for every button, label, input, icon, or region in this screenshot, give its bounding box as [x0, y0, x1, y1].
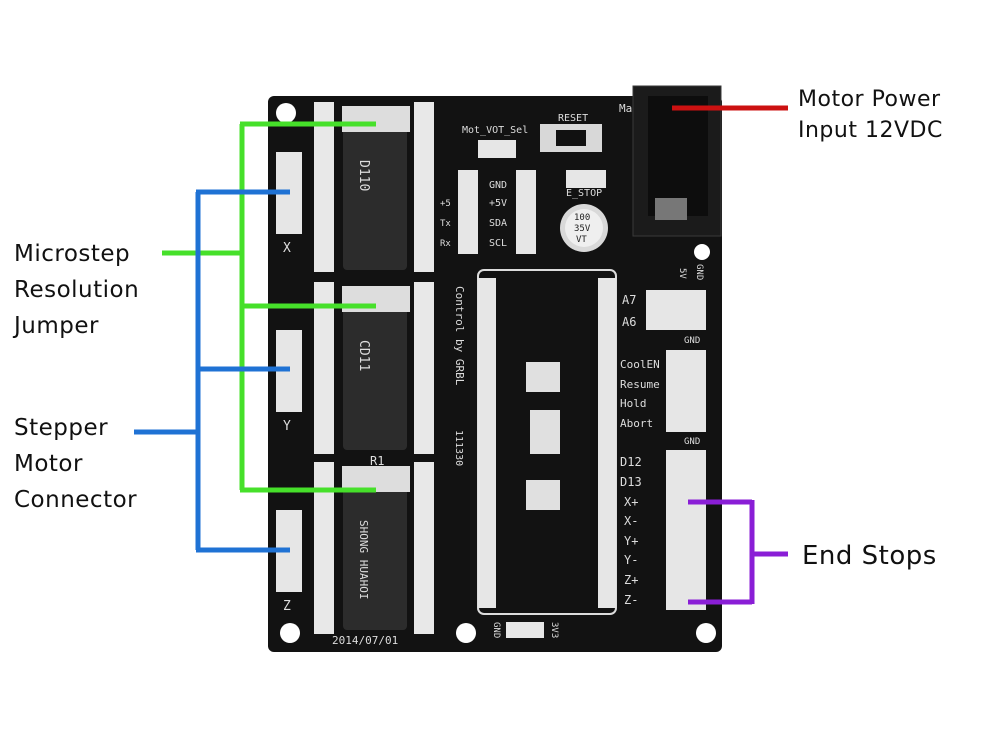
a6-label: A6: [622, 315, 636, 329]
abort-label: Abort: [620, 417, 653, 430]
ym-label: Y-: [624, 553, 638, 567]
mot-vot-sel-label: Mot_VOT_Sel: [462, 125, 528, 136]
voltage-regulator: [530, 410, 560, 454]
electrolytic-capacitor: 100 35V VT: [560, 204, 608, 252]
inductor-label-b: CD11: [356, 340, 371, 371]
bottom-header: [506, 622, 544, 638]
inductor-label-c: SHONG HUAHOI: [357, 520, 370, 599]
serial-label: 111330: [453, 430, 464, 466]
nano-header-left: [478, 278, 496, 608]
hold-label: Hold: [620, 397, 647, 410]
axis-y-label: Y: [283, 419, 291, 434]
driver-x-module: D110: [314, 102, 434, 272]
control-header: [666, 350, 706, 432]
coolen-label: CoolEN: [620, 358, 660, 371]
smd-part-a: [526, 362, 560, 392]
mot-vot-sel-header: [478, 140, 516, 158]
xm-label: X-: [624, 514, 638, 528]
cap-top-label: 100: [574, 213, 590, 223]
plus5v-label: +5V: [489, 198, 507, 209]
gnd-label-e: GND: [491, 622, 501, 638]
axis-x-label: X: [283, 241, 291, 256]
e-stop-header: [566, 170, 606, 188]
mount-hole-br: [696, 623, 716, 643]
gnd-label-c: GND: [684, 336, 700, 346]
d13-label: D13: [620, 475, 642, 489]
analog-header: [646, 290, 706, 330]
r1-label: R1: [370, 454, 384, 468]
axis-z-label: Z: [283, 599, 291, 614]
inductor-label-a: D110: [356, 160, 371, 191]
endstop-header: [666, 450, 706, 610]
v3-label: 3V3: [549, 622, 559, 638]
v5-label: 5V: [677, 268, 687, 279]
driver-y-module: CD11: [314, 282, 434, 454]
stepper-callout-lines: [134, 189, 290, 553]
resume-label: Resume: [620, 378, 660, 391]
microstep-callout-lines: [162, 121, 376, 493]
e-stop-label: E_STOP: [566, 188, 602, 199]
zm-label: Z-: [624, 593, 638, 607]
mount-hole-mr: [694, 244, 710, 260]
mount-hole-tl: [276, 103, 296, 123]
rx-label: Rx: [440, 239, 451, 249]
mount-hole-bm: [456, 623, 476, 643]
a7-label: A7: [622, 293, 636, 307]
sda-label: SDA: [489, 218, 507, 229]
control-by-label: Control by GRBL: [453, 286, 466, 386]
yp-label: Y+: [624, 534, 638, 548]
motor-power-input-label: Motor Power Input 12VDC: [798, 87, 943, 143]
tx-label: Tx: [440, 219, 451, 229]
scl-label: SCL: [489, 238, 507, 249]
i2c-header: [516, 170, 536, 254]
endstop-callout-lines: [688, 499, 788, 605]
dc-power-jack: [632, 85, 722, 237]
d12-label: D12: [620, 455, 642, 469]
nano-header-right: [598, 278, 616, 608]
ma-label: Ma: [619, 102, 632, 115]
stepper-motor-connector-label: Stepper Motor Connector: [14, 415, 138, 513]
plus5-label: +5: [440, 199, 451, 209]
cap-bot-label: VT: [576, 235, 587, 245]
gnd-label-b: GND: [694, 264, 704, 280]
gnd-label-d: GND: [684, 437, 700, 447]
serial-i2c-header: [458, 170, 478, 254]
mount-hole-bl: [280, 623, 300, 643]
reset-label: RESET: [558, 113, 588, 124]
cap-mid-label: 35V: [574, 224, 591, 234]
end-stops-label: End Stops: [802, 541, 937, 571]
microstep-resolution-jumper-label: Microstep Resolution Jumper: [14, 241, 140, 339]
gnd-label-a: GND: [489, 180, 507, 191]
zp-label: Z+: [624, 573, 638, 587]
date-label: 2014/07/01: [332, 634, 398, 647]
smd-part-b: [526, 480, 560, 510]
xp-label: X+: [624, 495, 638, 509]
